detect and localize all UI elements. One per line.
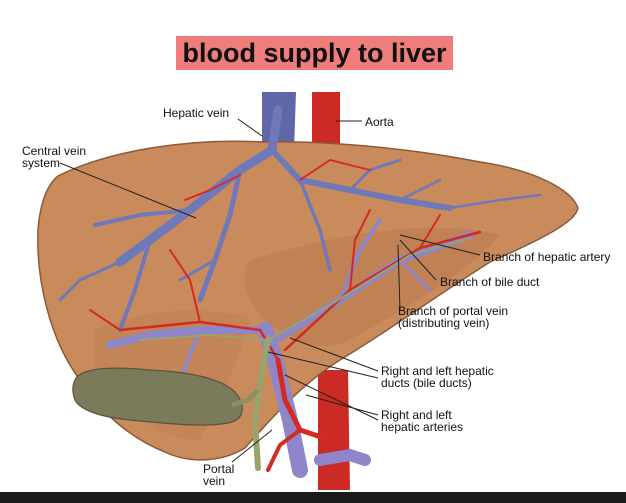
aorta-vessel-top — [312, 92, 340, 155]
label-hepatic-ducts-line1: Right and left hepatic — [381, 364, 494, 378]
label-hepatic-vein: Hepatic vein — [163, 106, 230, 120]
label-hepatic-arteries-line1: Right and left — [381, 408, 452, 422]
label-hepatic-arteries-line2: hepatic arteries — [381, 420, 464, 434]
label-portal-vein-line1: Portal — [203, 462, 235, 476]
label-branch-portal-vein-line1: Branch of portal vein — [398, 304, 509, 318]
gallbladder — [72, 367, 243, 426]
label-portal-vein-line2: vein — [203, 474, 226, 488]
aorta-vessel-bottom — [318, 370, 350, 490]
label-branch-portal-vein-line2: (distributing vein) — [398, 316, 490, 330]
bottom-bar — [0, 492, 626, 503]
label-branch-bile-duct: Branch of bile duct — [440, 275, 540, 289]
label-branch-hepatic-artery: Branch of hepatic artery — [483, 250, 611, 264]
bile-duct-tree — [139, 237, 471, 471]
hepatic-vein-tree — [58, 105, 542, 332]
title-highlight — [176, 36, 453, 70]
label-central-vein-line1: Central vein — [22, 144, 87, 158]
label-hepatic-ducts-line2: ducts (bile ducts) — [381, 376, 472, 390]
cystic-duct — [231, 388, 260, 408]
leader-lines — [59, 118, 481, 463]
label-aorta: Aorta — [365, 115, 394, 129]
label-central-vein-line2: system — [22, 156, 61, 170]
page-title: blood supply to liver — [182, 38, 447, 68]
